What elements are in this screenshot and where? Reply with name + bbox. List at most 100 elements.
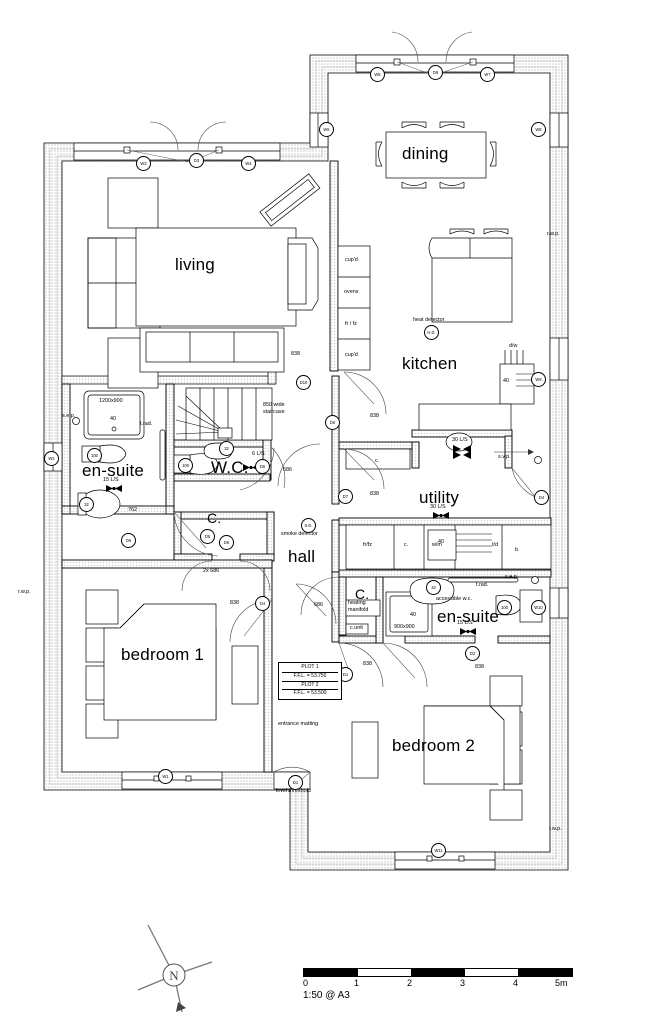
pipe-size-32-ensuite1: 32 <box>79 497 94 512</box>
pipe-size-100-wc: 100 <box>178 458 193 473</box>
door-tag-d8: D8 <box>428 65 443 80</box>
window-tag-w10: W10 <box>531 600 546 615</box>
utility-unit-fr-fz: fr/fz <box>363 542 372 548</box>
heat-detector-tag: H.D. <box>424 325 439 340</box>
room-label-bedroom-1: bedroom 1 <box>121 645 205 664</box>
kitchen-unit-dw: d/w <box>509 343 518 349</box>
ffl-plot1-value: F.F.L. = 53.750 <box>282 673 338 682</box>
ffl-plot2-name: PLOT 2 <box>282 682 338 691</box>
pipe-size-32-wc: 32 <box>219 441 234 456</box>
kitchen-unit-cupd-2: cup'd <box>345 352 358 358</box>
window-tag-w3: W3 <box>136 156 151 171</box>
scale-bar-graphic <box>303 968 573 977</box>
label-staircase-note-line2: staircase <box>263 409 285 415</box>
window-tag-w11: W11 <box>431 843 446 858</box>
utility-unit-c: c. <box>404 542 409 548</box>
window-tag-w9: W9 <box>531 372 546 387</box>
label-staircase-note-line1: 850 wide <box>263 402 285 408</box>
pipe-size-100-ensuite2: 100 <box>497 600 512 615</box>
pipe-size-40-ensuite2: 40 <box>410 612 416 618</box>
scale-tick-4: 4 <box>513 978 519 988</box>
label-rwp-bottom-right: r.w.p. <box>549 826 562 832</box>
pipe-size-40-ensuite1: 40 <box>110 416 116 422</box>
label-accessible-wc: accessible w.c. <box>436 596 472 602</box>
room-label-ensuite-2: en-suite <box>437 607 500 626</box>
window-tag-w6: W6 <box>319 122 334 137</box>
door-tag-d7: D7 <box>338 489 353 504</box>
door-width-2x686-cupboard: 2x 686 <box>203 568 220 574</box>
door-tag-d10: D10 <box>296 375 311 390</box>
kitchen-unit-fr-fz: fr / fz <box>345 321 357 327</box>
door-tag-d6-cupboard: D6 <box>219 535 234 550</box>
extract-fan-utility <box>433 512 449 519</box>
ffl-level-box: PLOT 1 F.F.L. = 53.750 PLOT 2 F.F.L. = 5… <box>278 662 342 700</box>
door-width-bedroom2: 838 <box>475 664 484 670</box>
door-tag-d2-bedroom2: D2 <box>465 646 480 661</box>
door-tag-d3: D3 <box>189 153 204 168</box>
window-tag-w1: W1 <box>158 769 173 784</box>
kitchen-unit-cupd-1: cup'd <box>345 257 358 263</box>
utility-unit-b: b. <box>515 547 520 553</box>
label-shower-tray-1200x900: 1200x900 <box>99 398 123 404</box>
utility-unit-td: t/d <box>492 542 498 548</box>
scale-tick-3: 3 <box>460 978 466 988</box>
extract-fan-ensuite-2 <box>460 628 476 635</box>
vent-rate-ensuite-1: 15 L/S <box>103 477 119 483</box>
label-heating-manifold-line2: manifold <box>348 607 369 613</box>
door-tag-d5: D5 <box>200 529 215 544</box>
scale-bar-ticks: 0 1 2 3 4 5m <box>303 977 571 989</box>
window-tag-w2: W2 <box>44 451 59 466</box>
scale-tick-0: 0 <box>303 978 309 988</box>
kitchen-unit-ovens: ovens <box>344 289 359 295</box>
door-tag-d6-hall: D6 <box>325 415 340 430</box>
ffl-plot2-value: F.F.L. = 53.500 <box>293 690 327 697</box>
label-rwp-left: r.w.p. <box>18 589 31 595</box>
door-width-762-ensuite: 762 <box>128 507 137 513</box>
extract-fan-ensuite-1 <box>106 485 122 492</box>
door-width-bedroom1: 838 <box>230 600 239 606</box>
vent-rate-kitchen: 30 L/S <box>452 437 468 443</box>
label-consumer-unit: c.unit <box>350 625 363 631</box>
utility-unit-wm: w/m <box>432 542 442 548</box>
scale-tick-2: 2 <box>407 978 413 988</box>
room-label-cupboard-2: C. <box>355 586 370 602</box>
room-label-living: living <box>175 255 215 274</box>
window-tag-w5: W5 <box>370 67 385 82</box>
door-tag-d4-utility: D4 <box>534 490 549 505</box>
door-width-cupboard-lower: 838 <box>363 661 372 667</box>
vent-rate-ensuite-2: 15 L/S <box>457 620 473 626</box>
door-tag-d4-bedroom1: D4 <box>255 596 270 611</box>
room-label-cupboard-1: C. <box>207 510 222 526</box>
ffl-plot1-name: PLOT 1 <box>282 664 338 673</box>
door-width-686-hall: 686 <box>314 602 323 608</box>
label-towel-rail-1: t.rad. <box>140 421 153 427</box>
vent-rate-wc: 6 L/S <box>252 451 265 457</box>
utility-unit-c-upper: c. <box>375 458 380 464</box>
label-sep-ensuite-2: s.e.p. <box>505 574 519 580</box>
door-tag-d6-wc: D6 <box>255 459 270 474</box>
scale-caption: 1:50 @ A3 <box>303 990 350 1001</box>
door-tag-d6-ensuite: D6 <box>121 533 136 548</box>
window-tag-w4: W4 <box>241 156 256 171</box>
scale-bar: 0 1 2 3 4 5m 1:50 @ A3 <box>303 968 573 1001</box>
label-svp-kitchen: s.v.p. <box>498 454 511 460</box>
label-smoke-detector: smoke detector <box>281 531 318 537</box>
label-rwp-top-right: r.w.p. <box>547 231 560 237</box>
window-tag-w7: W7 <box>480 67 495 82</box>
pipe-size-32-ensuite2: 32 <box>426 580 441 595</box>
door-width-living: 838 <box>291 351 300 357</box>
room-label-wc: W.C. <box>211 458 249 477</box>
pipe-size-40-kitchen: 40 <box>503 378 509 384</box>
label-heat-detector: heat detector <box>413 317 445 323</box>
room-label-utility: utility <box>419 488 460 507</box>
label-entrance-matting: entrance matting <box>278 721 319 727</box>
label-towel-rail-2: t.rad. <box>476 582 489 588</box>
svg-text:N: N <box>169 968 179 983</box>
pipe-size-40-utility: 40 <box>438 539 444 545</box>
room-label-dining: dining <box>402 144 449 163</box>
label-heating-manifold-line1: heating <box>348 600 366 606</box>
door-width-kitchen: 838 <box>370 413 379 419</box>
label-level-threshold: level threshold <box>276 788 311 794</box>
label-shower-tray-900x900: 900x900 <box>394 624 415 630</box>
